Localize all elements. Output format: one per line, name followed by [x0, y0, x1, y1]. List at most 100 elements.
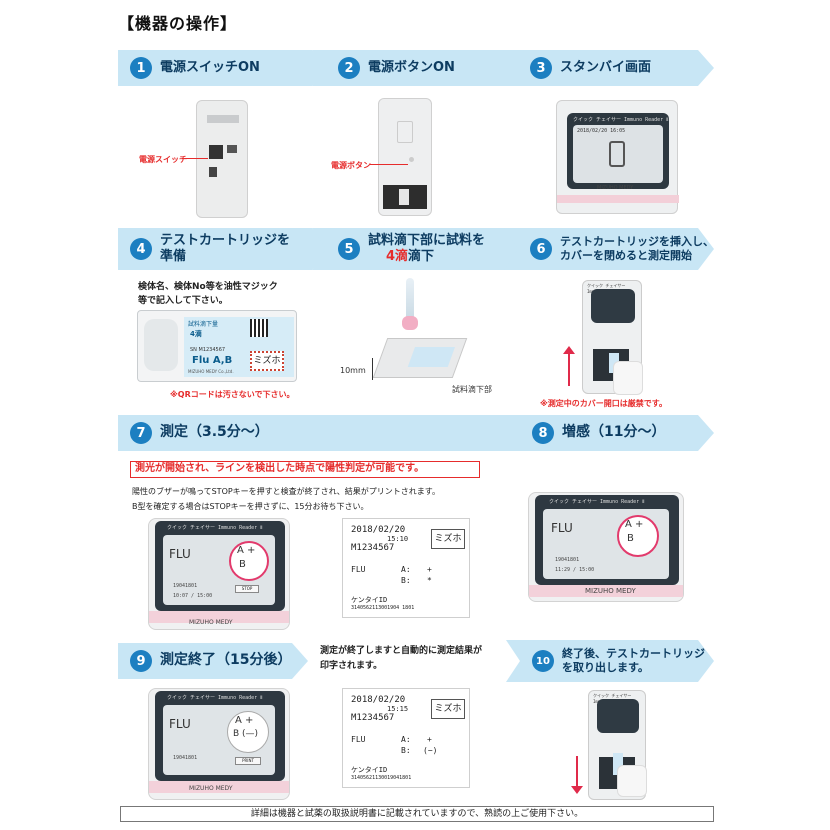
cart-label: 試料滴下量: [188, 321, 219, 328]
step-banner-4: 4 テストカートリッジを準備: [118, 228, 328, 270]
step9-description: 測定が終了しますと自動的に測定結果が 印字されます。: [320, 644, 482, 674]
brand-logo: MIZUHO MEDY: [585, 587, 636, 595]
device-back-image: [196, 100, 248, 218]
device-name: クイック チェイサー Immuno Reader Ⅱ: [549, 499, 645, 505]
step-title-line2: を取り出します。: [562, 661, 649, 674]
step-number: 5: [338, 238, 360, 260]
result-a: A +: [237, 545, 256, 556]
result-a: A +: [625, 519, 644, 530]
qr-warning: ※QRコードは汚さないで下さい。: [170, 390, 295, 399]
power-switch-label: 電源スイッチ: [139, 155, 187, 164]
finished-device-image: クイック チェイサー Immuno Reader Ⅱ FLU A + B (—)…: [148, 688, 290, 800]
insert-device-image: クイック チェイサー Immuno Reader Ⅱ: [582, 280, 643, 395]
cartridge-icon: [609, 141, 625, 167]
note-line1: 検体名、検体No等を油性マジック: [138, 282, 278, 292]
gloved-hand: [613, 361, 643, 395]
desc-line1: 陽性のブザーが鳴ってSTOPキーを押すと検査が終了され、結果がプリントされます。: [132, 487, 440, 496]
step-number: 8: [532, 422, 554, 444]
measuring-device-image: クイック チェイサー Immuno Reader Ⅱ FLU A + B STO…: [148, 518, 290, 630]
result-b: B: [627, 533, 634, 544]
flu-label: FLU: [169, 717, 191, 731]
receipt-b-label: B:: [401, 746, 411, 755]
result-receipt: 2018/02/20 15:10 M1234567 ミズホ FLU A: + B…: [342, 518, 470, 618]
photometry-highlight: 測光が開始され、ラインを検出した時点で陽性判定が可能です。: [130, 461, 480, 478]
footer-note: 詳細は機器と試薬の取扱説明書に記載されていますので、熟読の上ご使用下さい。: [120, 806, 714, 822]
stop-button[interactable]: STOP: [235, 585, 259, 593]
receipt-time: 15:10: [387, 535, 409, 543]
sample-id: 19041801: [173, 755, 198, 761]
flu-label: FLU: [551, 521, 573, 535]
step-banner-1: 1 電源スイッチON: [118, 50, 328, 86]
power-switch: [209, 145, 223, 159]
step-title-red: 4滴: [386, 249, 409, 264]
step-title: 測定終了（15分後）: [160, 652, 292, 669]
step-title-line1: テストカートリッジを: [160, 232, 291, 248]
receipt-kentai: ケンタイID: [351, 596, 388, 604]
step7-description: 陽性のブザーが鳴ってSTOPキーを押すと検査が終了され、結果がプリントされます。…: [132, 484, 440, 514]
step-title-line2: カバーを閉めると測定開始: [560, 249, 692, 262]
brand-logo: MIZUHO MEDY: [189, 785, 233, 792]
removal-device-image: クイック チェイサー Immuno Reader Ⅱ: [588, 690, 647, 800]
step-title: スタンバイ画面: [560, 59, 652, 75]
step-title: 測定（3.5分～）: [160, 424, 269, 441]
receipt-stamp: ミズホ: [431, 529, 465, 549]
desc-line2: 印字されます。: [320, 661, 383, 671]
arrow-down-icon: [576, 756, 578, 786]
result-b: B (—): [233, 729, 259, 739]
device-front-image: [378, 98, 432, 216]
result-circle: [229, 541, 269, 581]
note-line2: 等で記入して下さい。: [138, 296, 228, 306]
receipt-sn: M1234567: [351, 713, 395, 723]
gloved-hand: [617, 765, 647, 797]
test-cartridge-image: 試料滴下量 4滴 SN M1234567 Flu A,B MIZUHO MEDY…: [137, 310, 297, 382]
receipt-a-label: A:: [401, 565, 411, 574]
receipt-kentai: ケンタイID: [351, 766, 388, 774]
result-a: A +: [235, 715, 254, 726]
step-title-line1: 終了後、テストカートリッジ: [562, 647, 705, 661]
receipt-a-value: +: [427, 735, 432, 744]
print-button[interactable]: PRINT: [235, 757, 261, 765]
arrow-up-icon: [568, 352, 570, 386]
step-banner-10: 10 終了後、テストカートリッジを取り出します。: [506, 640, 714, 682]
receipt-b-value: (−): [423, 746, 438, 755]
result-circle: [227, 711, 269, 753]
step-number: 7: [130, 422, 152, 444]
sensitization-device-image: クイック チェイサー Immuno Reader Ⅱ FLU A + B 190…: [528, 492, 684, 602]
step-title-line1: テストカートリッジを挿入し、: [560, 235, 714, 249]
cart-stamp: ミズホ: [250, 351, 284, 371]
result-circle: [617, 515, 659, 557]
receipt-a-label: A:: [401, 735, 411, 744]
step-number: 4: [130, 238, 152, 260]
receipt-b-label: B:: [401, 576, 411, 585]
receipt-b-value: *: [427, 576, 432, 585]
step-number: 1: [130, 57, 152, 79]
cover-warning: ※測定中のカバー開口は厳禁です。: [540, 399, 667, 408]
brand-logo: MIZUHO MEDY: [189, 619, 233, 626]
step-banner-6: 6 テストカートリッジを挿入し、カバーを閉めると測定開始: [504, 228, 714, 270]
standby-datetime: 2018/02/20 16:05: [577, 128, 626, 134]
step-banner-7: 7 測定（3.5分～）: [118, 415, 536, 451]
receipt-time: 15:15: [387, 705, 409, 713]
elapsed-time: 10:07 / 15:00: [173, 593, 213, 599]
standby-device-image: クイック チェイサー Immuno Reader Ⅱ 2018/02/20 16…: [556, 100, 679, 214]
cartridge-note: 検体名、検体No等を油性マジック 等で記入して下さい。: [138, 280, 278, 308]
receipt-sn: M1234567: [351, 543, 395, 553]
cart-drops: 4滴: [190, 330, 202, 338]
sample-id: 19041801: [555, 557, 580, 563]
step-number: 6: [530, 238, 552, 260]
device-name: クイック チェイサー Immuno Reader Ⅱ: [167, 525, 263, 531]
power-button: [409, 157, 414, 162]
step-banner-8: 8 増感（11分～）: [506, 415, 714, 451]
step-number: 2: [338, 57, 360, 79]
desc-line1: 測定が終了しますと自動的に測定結果が: [320, 646, 483, 656]
receipt-a-value: +: [427, 565, 432, 574]
brand-logo: MIZUHO MEDY: [597, 185, 634, 191]
cart-sn: SN M1234567: [190, 347, 226, 353]
receipt-date: 2018/02/20: [351, 525, 406, 535]
receipt-flu: FLU: [351, 565, 366, 574]
step-title-line2: 滴下: [408, 249, 435, 264]
elapsed-time: 11:29 / 15:00: [555, 567, 595, 573]
step-title-line2: 準備: [160, 249, 187, 264]
step-title: 増感（11分～）: [562, 424, 666, 441]
